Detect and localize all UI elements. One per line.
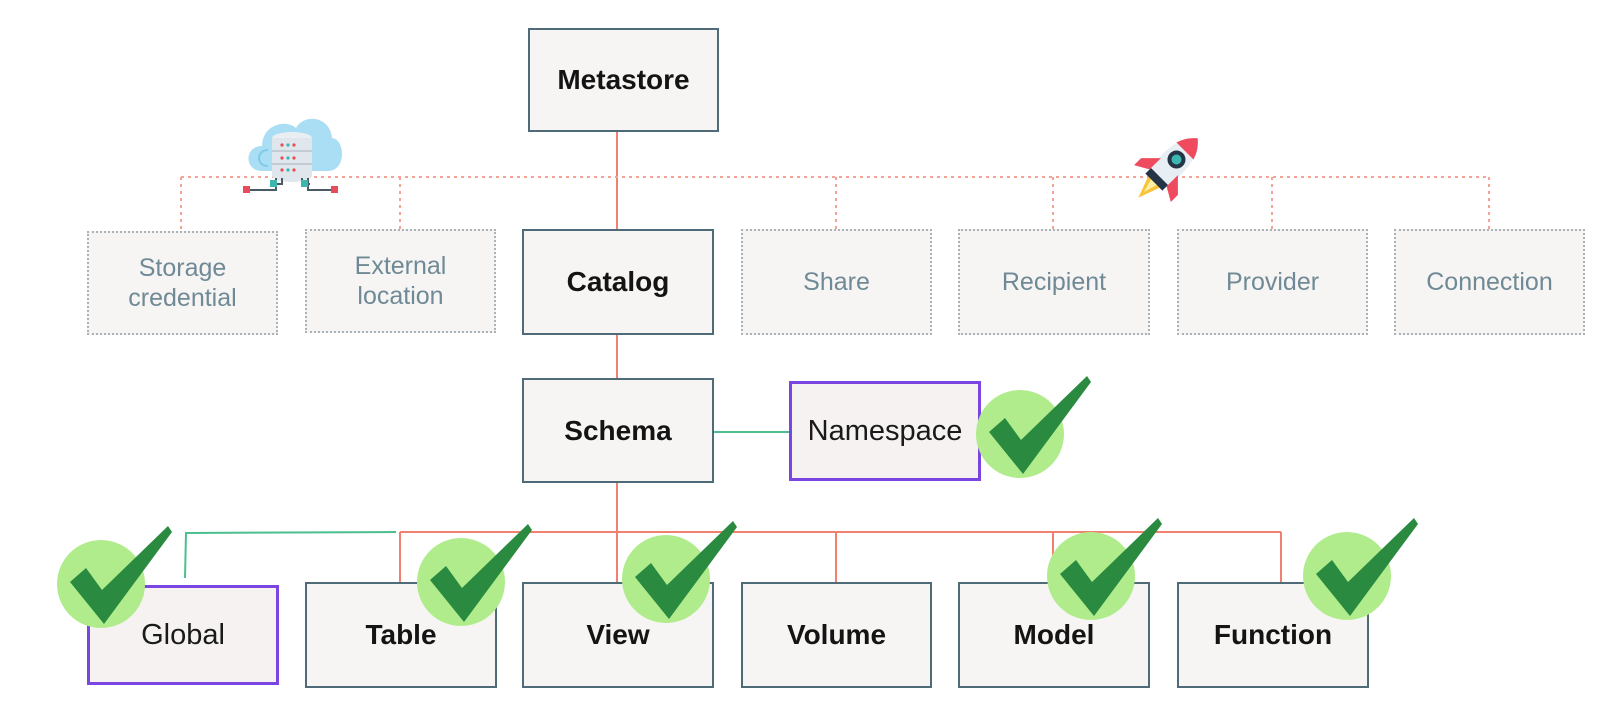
provider-node: Provider: [1177, 229, 1368, 335]
model-label: Model: [1013, 619, 1095, 650]
dotted-bus: [180, 176, 1490, 230]
provider-label: Provider: [1225, 268, 1320, 296]
storage-credential-label: Storage credential: [128, 254, 237, 312]
metastore-node: Metastore: [528, 28, 719, 132]
view-label: View: [586, 619, 650, 650]
namespace-node: Namespace: [789, 381, 981, 481]
model-checkmark-icon: [1047, 518, 1162, 620]
namespace-checkmark-icon: [976, 376, 1091, 478]
metastore-label: Metastore: [557, 64, 690, 95]
schema-label: Schema: [564, 414, 672, 446]
catalog-label: Catalog: [566, 266, 670, 297]
volume-node: Volume: [741, 582, 932, 688]
catalog-node: Catalog: [522, 229, 714, 335]
external-location-node: External location: [305, 229, 496, 333]
view-checkmark-icon: [622, 521, 737, 623]
recipient-label: Recipient: [1001, 268, 1107, 296]
function-checkmark-icon: [1303, 518, 1418, 620]
global-link-line: [184, 531, 397, 579]
namespace-label: Namespace: [807, 414, 963, 447]
table-checkmark-icon: [417, 524, 532, 626]
function-label: Function: [1213, 619, 1333, 650]
recipient-node: Recipient: [958, 229, 1150, 335]
share-label: Share: [803, 268, 870, 296]
global-node: Global: [87, 585, 279, 685]
cloud-database-icon: [243, 118, 343, 193]
volume-label: Volume: [786, 619, 887, 650]
global-checkmark-icon: [57, 526, 172, 628]
table-label: Table: [365, 619, 437, 650]
external-location-label: External location: [354, 252, 447, 310]
function-node: Function: [1177, 582, 1369, 688]
connection-label: Connection: [1426, 268, 1553, 296]
connection-node: Connection: [1394, 229, 1585, 335]
share-node: Share: [741, 229, 932, 335]
storage-credential-node: Storage credential: [87, 231, 278, 335]
global-label: Global: [141, 618, 225, 651]
schema-node: Schema: [522, 378, 714, 483]
rocket-icon: [1134, 138, 1198, 202]
